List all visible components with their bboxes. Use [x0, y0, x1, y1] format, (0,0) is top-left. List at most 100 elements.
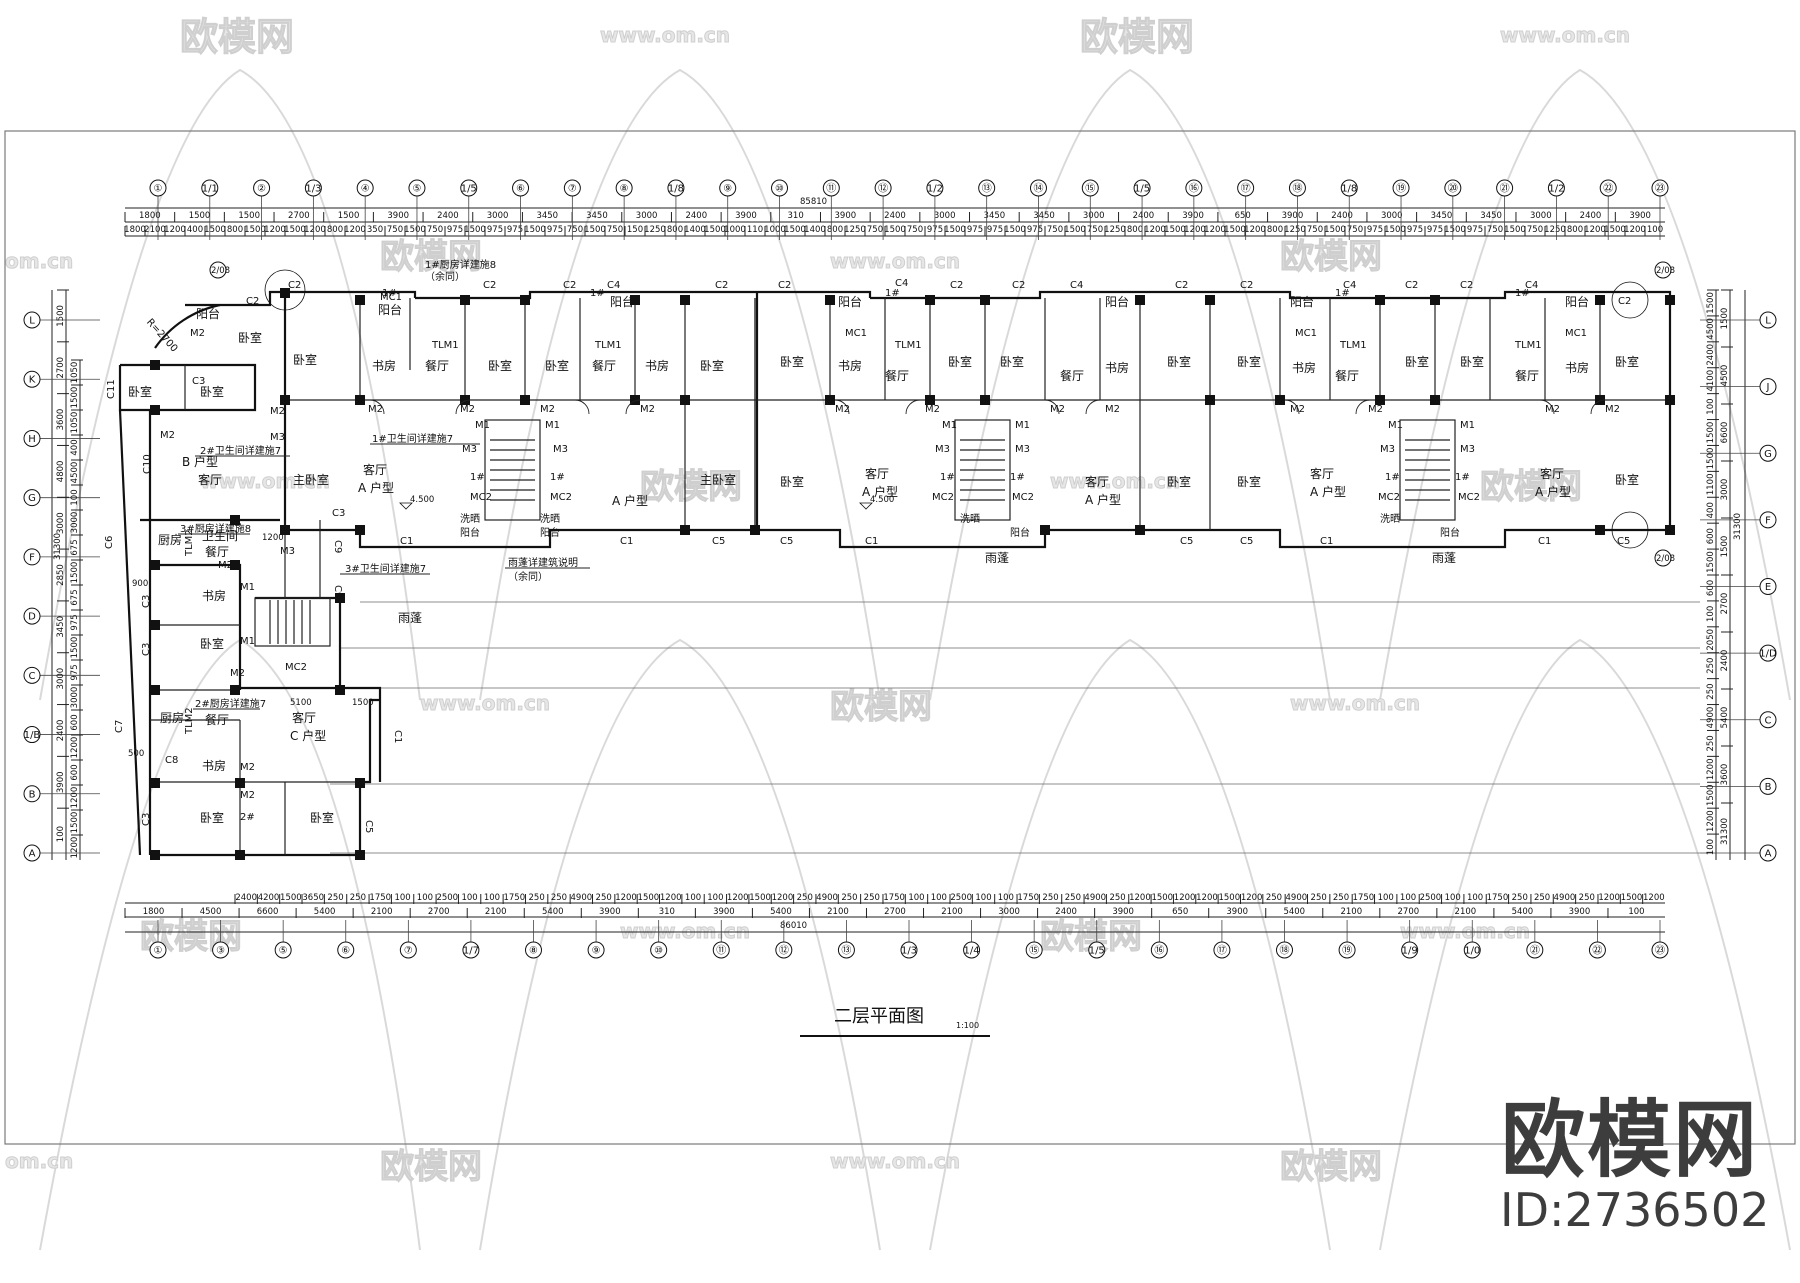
svg-text:卧室: 卧室 [1167, 354, 1191, 369]
dimension-value: 2400 [1133, 211, 1155, 221]
axis-label: 1/4 [964, 946, 980, 957]
dimension-value: 1750 [369, 893, 391, 903]
dimension-value: 1500 [584, 225, 606, 235]
axis-bubble: ⑯ [1185, 179, 1203, 240]
svg-text:卧室: 卧室 [1460, 354, 1484, 369]
svg-text:欧模网: 欧模网 [1480, 467, 1582, 507]
dimension-value: 250 [551, 893, 567, 903]
dimension-value: 1050 [70, 362, 80, 384]
dimension-value: 100 [1647, 225, 1663, 235]
axis-label: ⑰ [1241, 183, 1251, 195]
svg-text:C1: C1 [620, 536, 633, 547]
dimension-value: 1500 [1706, 422, 1716, 444]
svg-text:1#: 1# [590, 288, 605, 299]
dimension-value: 100 [1628, 907, 1644, 917]
svg-text:C6: C6 [104, 536, 115, 549]
dimension-value: 2400 [884, 211, 906, 221]
axis-label: L [1765, 316, 1771, 327]
dimension-value: 2400 [1331, 211, 1353, 221]
dimension-value: 3450 [1480, 211, 1502, 221]
axis-label: 1/5 [1134, 184, 1150, 195]
svg-text:MC2: MC2 [285, 662, 307, 673]
dimension-value: 4500 [1720, 365, 1730, 387]
dimension-value: 100 [1706, 398, 1716, 414]
svg-text:洗晒: 洗晒 [1380, 513, 1400, 525]
svg-text:厨房: 厨房 [158, 532, 182, 547]
svg-text:客厅: 客厅 [198, 472, 222, 487]
dimension-value: 4900 [816, 893, 838, 903]
axis-label: ⑫ [878, 183, 888, 195]
axis-bubble: ⑥ [512, 179, 530, 240]
svg-text:2/08: 2/08 [1656, 554, 1675, 564]
svg-text:C3: C3 [141, 813, 152, 826]
dimension-value: 4900 [1286, 893, 1308, 903]
dimension-value: 100 [1400, 893, 1416, 903]
dimension-value: 1200 [1244, 225, 1266, 235]
axis-bubble: ⑪ [822, 179, 840, 240]
axis-bubble: E [1700, 578, 1777, 595]
dimension-value: 975 [70, 614, 80, 630]
svg-text:C3: C3 [192, 376, 205, 387]
dimension-value: 1500 [189, 211, 211, 221]
svg-text:阳台: 阳台 [1105, 294, 1129, 309]
svg-text:www.om.cn: www.om.cn [1050, 469, 1180, 493]
axis-bubble: ⑧ [615, 179, 633, 240]
axis-bubble: 1/D [1700, 644, 1777, 662]
axis-bubble: ㉒ [1588, 920, 1606, 959]
svg-text:www.om.cn: www.om.cn [1290, 691, 1420, 715]
axis-label: 1/9 [1402, 946, 1418, 957]
dimension-value: 800 [1127, 225, 1143, 235]
svg-text:书房: 书房 [838, 358, 862, 373]
svg-text:MC2: MC2 [932, 492, 954, 503]
svg-text:雨蓬详建筑说明: 雨蓬详建筑说明 [508, 556, 578, 569]
axis-label: ⑩ [654, 946, 663, 957]
dimension-value: 250 [350, 893, 366, 903]
svg-text:卧室: 卧室 [1000, 354, 1024, 369]
dimension-value: 2100 [1455, 907, 1477, 917]
dimension-value: 3900 [835, 211, 857, 221]
dimension-value: 5400 [542, 907, 564, 917]
svg-text:餐厅: 餐厅 [425, 358, 449, 373]
dimension-value: 1200 [1706, 758, 1716, 780]
svg-text:www.om.cn: www.om.cn [1400, 919, 1530, 943]
dimension-value: 1200 [1204, 225, 1226, 235]
axis-label: 1/2 [1548, 184, 1564, 195]
dimension-value: 1500 [1151, 893, 1173, 903]
axis-bubble: 1/0 [1463, 920, 1481, 959]
svg-text:C3: C3 [332, 508, 345, 519]
dimension-value: 350 [367, 225, 383, 235]
svg-text:1#卫生间详建施7: 1#卫生间详建施7 [372, 432, 453, 445]
dimension-value: 3900 [735, 211, 757, 221]
dimension-value: 100 [1467, 893, 1483, 903]
svg-text:1#: 1# [1010, 472, 1025, 483]
dimension-value: 5400 [1720, 707, 1730, 729]
dimension-value: 1500 [1706, 784, 1716, 806]
svg-text:M1: M1 [1388, 420, 1403, 431]
svg-text:1#: 1# [1335, 288, 1350, 299]
svg-text:M1: M1 [475, 420, 490, 431]
axis-bubble: ㉑ [1496, 179, 1514, 240]
dimension-value: 1500 [1720, 308, 1730, 330]
svg-text:4.500: 4.500 [870, 495, 894, 505]
axis-label: ④ [361, 184, 370, 195]
dimension-value: 1200 [1584, 225, 1606, 235]
svg-text:阳台: 阳台 [540, 526, 560, 539]
dimension-value: 1500 [1164, 225, 1186, 235]
svg-text:C5: C5 [363, 820, 374, 833]
axis-bubble: ④ [356, 179, 374, 240]
svg-text:M1: M1 [1460, 420, 1475, 431]
dimension-value: 975 [507, 225, 523, 235]
dimension-value: 100 [931, 893, 947, 903]
svg-text:MC2: MC2 [470, 492, 492, 503]
dimension-value: 100 [1706, 839, 1716, 855]
svg-text:卧室: 卧室 [293, 352, 317, 367]
dimension-value: 1750 [503, 893, 525, 903]
svg-text:C4: C4 [1343, 280, 1356, 291]
dimension-value: 750 [1487, 225, 1503, 235]
dimension-value: 1200 [1184, 225, 1206, 235]
dimension-value: 1200 [1129, 893, 1151, 903]
dimension-value: 750 [1047, 225, 1063, 235]
axis-bubble: ⑱ [1276, 920, 1293, 959]
dimension-value: 1500 [1504, 225, 1526, 235]
